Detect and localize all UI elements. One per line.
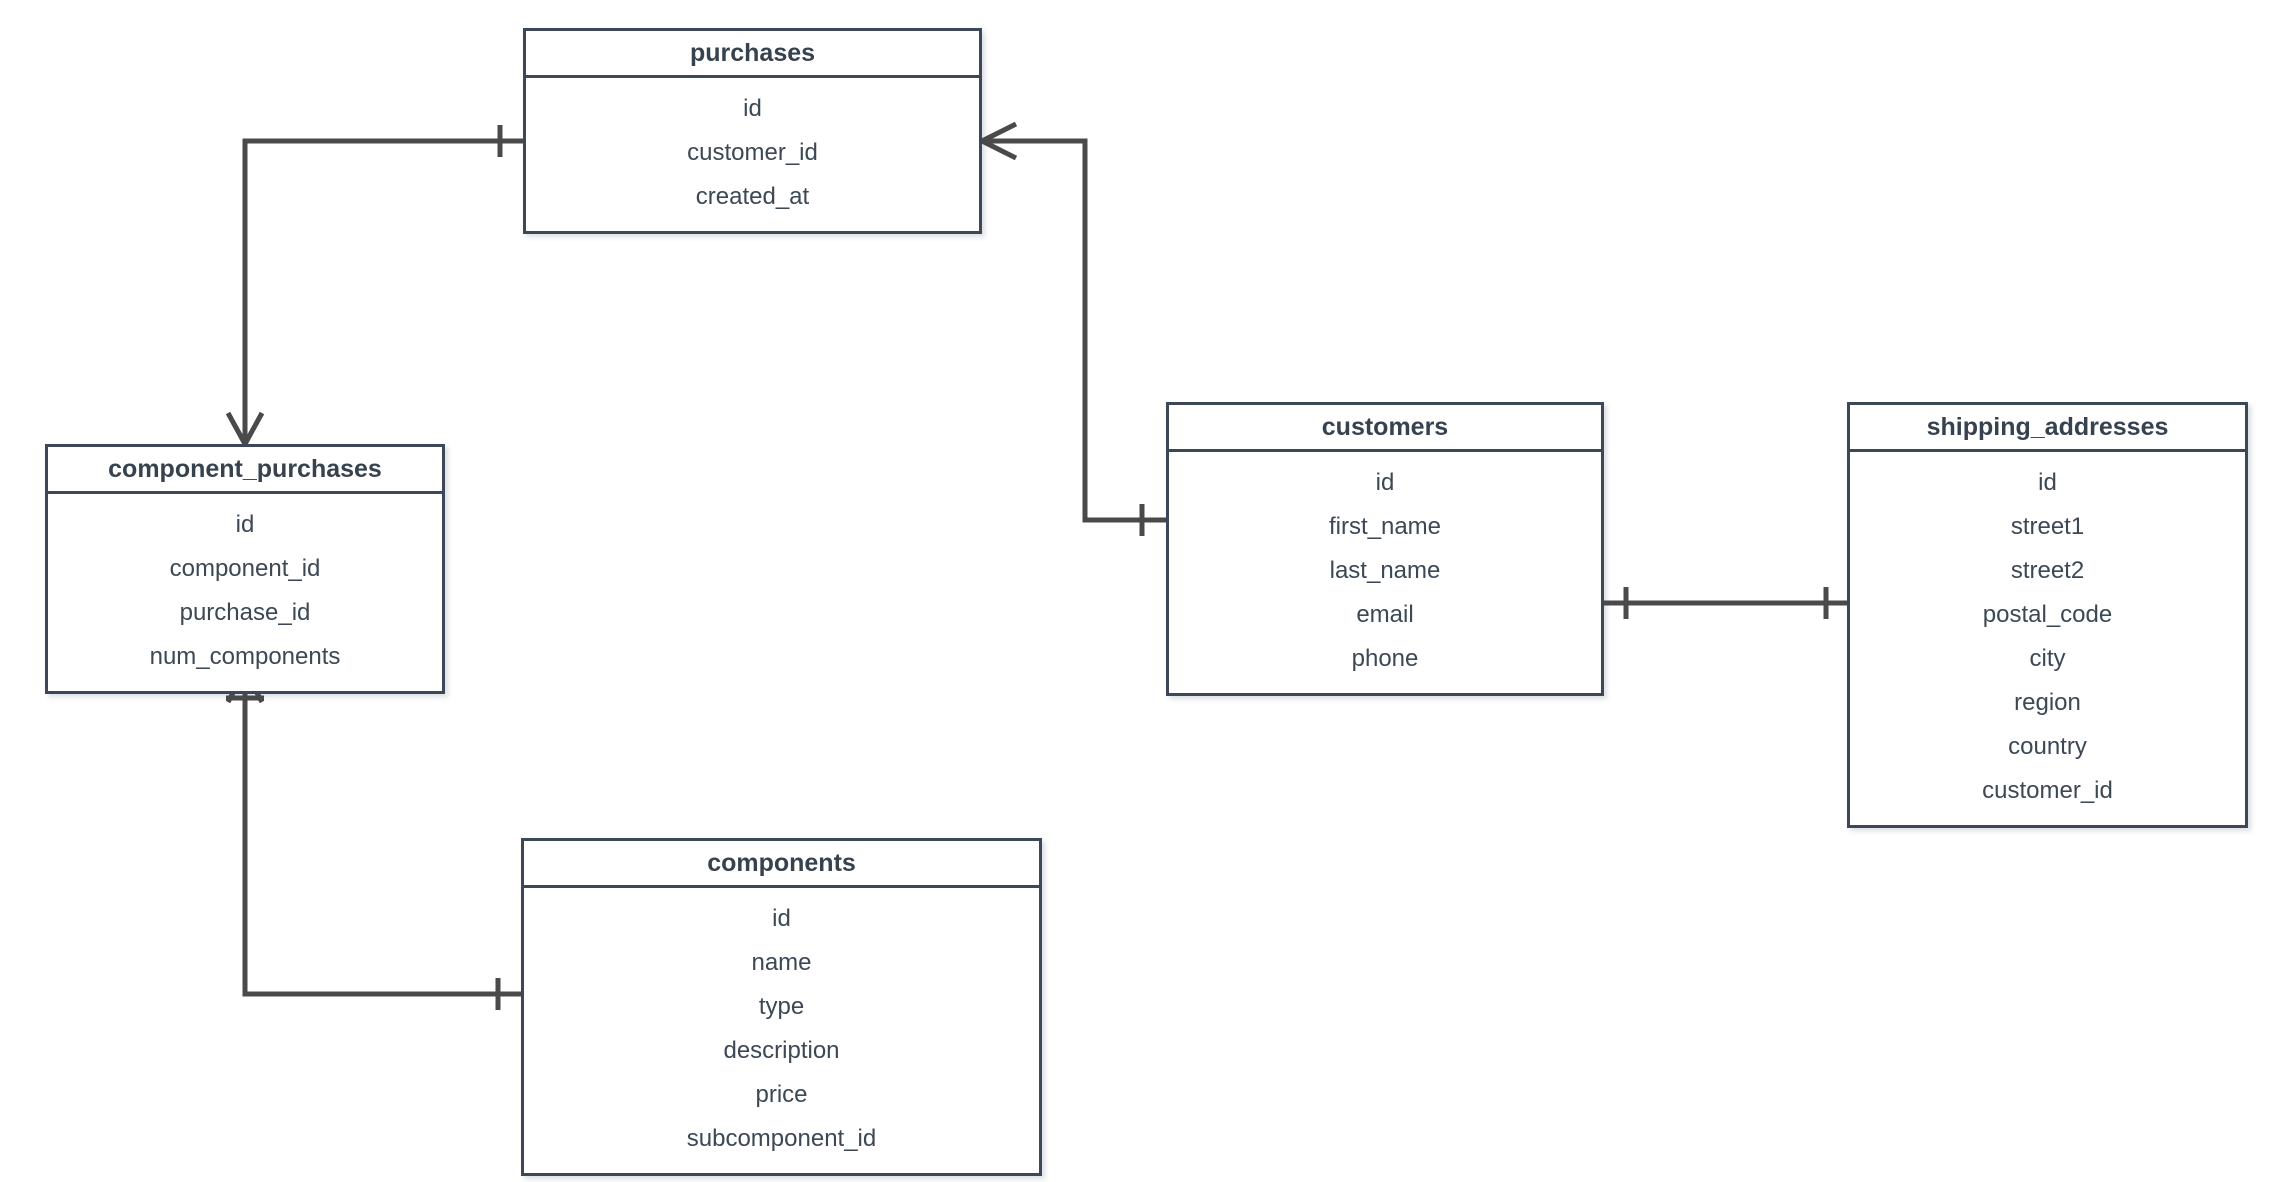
- field-row: description: [723, 1037, 840, 1064]
- field-row: name: [751, 949, 812, 976]
- entity-fields-customers: id first_name last_name email phone: [1169, 452, 1601, 693]
- field-row: customer_id: [687, 139, 818, 166]
- field-row: postal_code: [1982, 601, 2113, 628]
- entity-title-customers: customers: [1169, 405, 1601, 452]
- field-row: street1: [2010, 513, 2085, 540]
- field-row: component_id: [169, 555, 321, 582]
- entity-fields-purchases: id customer_id created_at: [526, 78, 979, 231]
- entity-component-purchases[interactable]: component_purchases id component_id purc…: [45, 444, 445, 694]
- field-row: region: [2014, 689, 2081, 716]
- entity-title-components: components: [524, 841, 1039, 888]
- entity-fields-component-purchases: id component_id purchase_id num_componen…: [48, 494, 442, 691]
- crows-foot-marker: [980, 121, 1022, 161]
- relationship-purchases-to-customers[interactable]: [980, 121, 1166, 536]
- field-row: price: [755, 1081, 808, 1108]
- field-row: num_components: [149, 643, 341, 670]
- entity-title-component-purchases: component_purchases: [48, 447, 442, 494]
- entity-components[interactable]: components id name type description pric…: [521, 838, 1042, 1176]
- entity-customers[interactable]: customers id first_name last_name email …: [1166, 402, 1604, 696]
- field-row: type: [758, 993, 805, 1020]
- relationship-component-purchases-to-components[interactable]: [225, 669, 521, 1010]
- field-row: country: [2008, 733, 2087, 760]
- crows-foot-marker: [225, 406, 265, 446]
- entity-fields-shipping-addresses: id street1 street2 postal_code city regi…: [1850, 452, 2245, 825]
- field-row: purchase_id: [179, 599, 311, 626]
- field-row: id: [772, 905, 791, 932]
- field-row: id: [235, 511, 255, 538]
- entity-title-purchases: purchases: [526, 31, 979, 78]
- entity-shipping-addresses[interactable]: shipping_addresses id street1 street2 po…: [1847, 402, 2248, 828]
- field-row: id: [1375, 469, 1395, 496]
- field-row: phone: [1351, 645, 1419, 672]
- field-row: city: [2029, 645, 2066, 672]
- entity-fields-components: id name type description price subcompon…: [524, 888, 1039, 1173]
- field-row: created_at: [695, 183, 810, 210]
- relationship-component-purchases-to-purchases[interactable]: [225, 125, 523, 446]
- field-row: id: [743, 95, 762, 122]
- field-row: id: [2038, 469, 2057, 496]
- relationship-customers-to-shipping-addresses[interactable]: [1604, 587, 1847, 619]
- entity-purchases[interactable]: purchases id customer_id created_at: [523, 28, 982, 234]
- field-row: street2: [2010, 557, 2085, 584]
- field-row: subcomponent_id: [686, 1125, 877, 1152]
- field-row: first_name: [1328, 513, 1442, 540]
- field-row: last_name: [1329, 557, 1441, 584]
- field-row: customer_id: [1982, 777, 2113, 804]
- field-row: email: [1356, 601, 1414, 628]
- entity-title-shipping-addresses: shipping_addresses: [1850, 405, 2245, 452]
